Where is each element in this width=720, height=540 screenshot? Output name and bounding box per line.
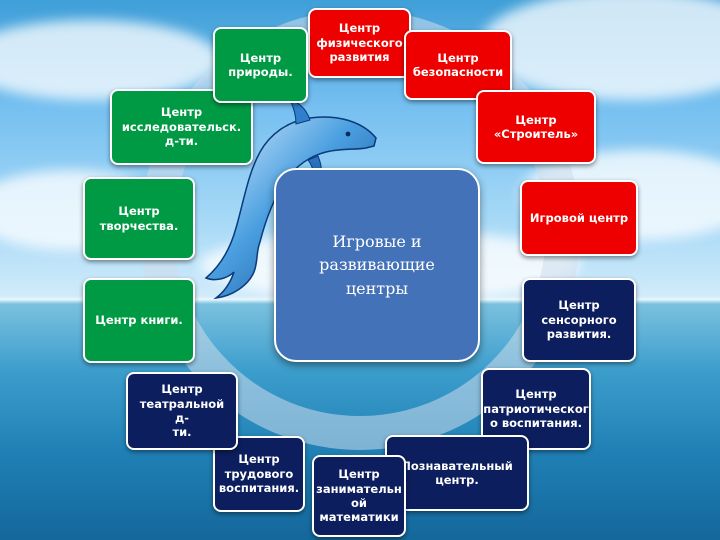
center-builder-box: Центр «Строитель» <box>476 90 596 164</box>
center-cognitive-box: Познавательный центр. <box>385 435 529 511</box>
center-sensory-box: Центр сенсорного развития. <box>522 278 636 362</box>
center-math-box: Центр занимательн ой математики <box>312 455 406 537</box>
center-theater-box: Центр театральной д- ти. <box>126 372 238 450</box>
center-physical-box: Центр физического развития <box>308 8 411 78</box>
center-nature-box: Центр природы. <box>213 27 308 103</box>
cloud <box>0 20 220 100</box>
center-creativity-box: Центр творчества. <box>83 177 195 260</box>
center-safety-box: Центр безопасности <box>404 30 512 100</box>
center-play-box: Игровой центр <box>520 180 638 256</box>
central-topic-box: Игровые и развивающие центры <box>274 168 480 362</box>
center-book-box: Центр книги. <box>83 278 195 363</box>
